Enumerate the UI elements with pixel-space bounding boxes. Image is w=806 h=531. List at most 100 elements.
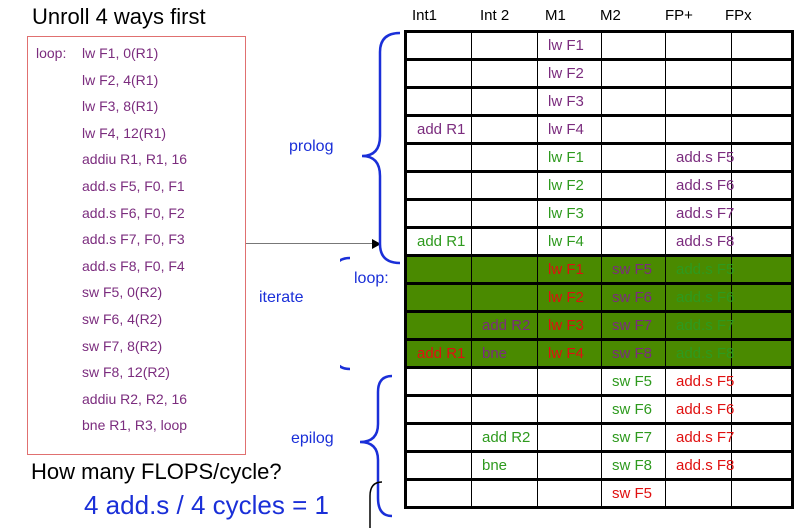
- schedule-cell: [732, 117, 794, 145]
- schedule-cell: add.s F8: [666, 229, 734, 257]
- schedule-cell: bne: [472, 453, 538, 481]
- schedule-cell: [407, 313, 472, 341]
- cell-text: lw F1: [548, 37, 584, 54]
- cell-text: lw F4: [548, 121, 584, 138]
- column-header: Int1: [412, 7, 438, 24]
- schedule-cell: [602, 173, 666, 201]
- schedule-cell: sw F8: [602, 341, 666, 369]
- schedule-cell: add R1: [407, 341, 472, 369]
- code-line: add.s F5, F0, F1: [82, 178, 185, 194]
- schedule-cell: [732, 173, 794, 201]
- schedule-cell: lw F1: [538, 33, 602, 61]
- schedule-cell: [732, 369, 794, 397]
- prolog-brace: [361, 31, 401, 265]
- cell-text: lw F2: [548, 177, 584, 194]
- epilog-brace: [359, 374, 393, 518]
- cell-text: add.s F5: [676, 149, 735, 166]
- cell-text: lw F4: [548, 345, 584, 362]
- schedule-cell: [407, 453, 472, 481]
- schedule-cell: [666, 89, 732, 117]
- schedule-cell: [602, 145, 666, 173]
- iterate-brace: [340, 256, 351, 371]
- cell-text: add.s F5: [676, 373, 735, 390]
- schedule-cell: [407, 201, 472, 229]
- schedule-cell: [538, 481, 602, 509]
- iterate-label: iterate: [259, 289, 304, 306]
- schedule-cell: [602, 61, 666, 89]
- cell-text: sw F5: [612, 373, 653, 390]
- code-line: sw F8, 12(R2): [82, 364, 170, 381]
- question-text: How many FLOPS/cycle?: [31, 459, 282, 484]
- schedule-cell: add.s F5: [666, 145, 735, 173]
- schedule-cell: [472, 117, 538, 145]
- schedule-cell: [602, 229, 666, 257]
- schedule-cell: [732, 257, 794, 285]
- schedule-cell: [732, 453, 794, 481]
- schedule-cell: [472, 173, 538, 201]
- schedule-cell: [732, 341, 794, 369]
- cell-text: bne: [482, 345, 508, 362]
- schedule-cell: [407, 257, 472, 285]
- schedule-cell: [407, 33, 472, 61]
- cell-text: sw F6: [612, 401, 653, 418]
- cell-text: sw F6: [612, 289, 653, 306]
- column-header: M2: [600, 7, 621, 24]
- schedule-cell: lw F2: [538, 173, 602, 201]
- schedule-cell: lw F3: [538, 89, 602, 117]
- cell-text: add.s F7: [676, 317, 735, 334]
- schedule-cell: lw F1: [538, 145, 602, 173]
- schedule-cell: add R1: [407, 117, 472, 145]
- arrow-shaft: [246, 243, 374, 244]
- schedule-cell: add R1: [407, 229, 472, 257]
- cell-text: sw F5: [612, 261, 653, 278]
- schedule-cell: [666, 481, 732, 509]
- schedule-cell: [538, 425, 602, 453]
- schedule-cell: sw F6: [602, 285, 666, 313]
- schedule-row: sw F5: [407, 481, 794, 509]
- cell-text: sw F7: [612, 429, 653, 446]
- code-line: sw F6, 4(R2): [82, 311, 163, 327]
- cell-text: lw F1: [548, 149, 584, 166]
- cell-text: lw F3: [548, 93, 584, 110]
- schedule-cell: [666, 117, 732, 145]
- code-line: addiu R2, R2, 16: [82, 390, 188, 407]
- code-line: add.s F8, F0, F4: [82, 257, 185, 274]
- schedule-cell: add.s F5: [666, 369, 735, 397]
- schedule-cell: [538, 397, 602, 425]
- schedule-cell: [472, 229, 538, 257]
- answer-text: 4 add.s / 4 cycles = 1: [84, 490, 329, 520]
- schedule-cell: [407, 145, 472, 173]
- column-header: M1: [545, 7, 566, 24]
- code-label: loop:: [36, 45, 67, 61]
- schedule-row: lw F1: [407, 33, 794, 61]
- column-header: FPx: [725, 7, 752, 24]
- code-line: addiu R1, R1, 16: [82, 151, 188, 168]
- schedule-cell: lw F4: [538, 117, 602, 145]
- schedule-cell: [732, 313, 794, 341]
- cell-text: add R2: [482, 429, 531, 446]
- cell-text: add.s F6: [676, 177, 735, 194]
- cell-text: add R1: [417, 345, 466, 362]
- schedule-cell: add.s F6: [666, 285, 734, 313]
- schedule-cell: [472, 257, 538, 285]
- cell-text: add R2: [482, 317, 531, 334]
- schedule-cell: sw F7: [602, 313, 666, 341]
- schedule-cell: sw F5: [602, 257, 666, 285]
- schedule-cell: [407, 61, 472, 89]
- cell-text: lw F3: [548, 205, 584, 222]
- prolog-label: prolog: [289, 138, 334, 155]
- schedule-cell: [472, 61, 538, 89]
- code-listing: loop:lw F1, 0(R1)lw F2, 4(R1)lw F3, 8(R1…: [27, 36, 246, 455]
- cell-text: add.s F8: [676, 345, 735, 362]
- schedule-row: lw F3: [407, 89, 794, 117]
- code-line: lw F4, 12(R1): [82, 124, 167, 141]
- epilog-label: epilog: [291, 430, 334, 447]
- schedule-cell: [407, 369, 472, 397]
- schedule-cell: [602, 201, 666, 229]
- cell-text: add.s F8: [676, 457, 735, 474]
- schedule-row: lw F2: [407, 61, 794, 89]
